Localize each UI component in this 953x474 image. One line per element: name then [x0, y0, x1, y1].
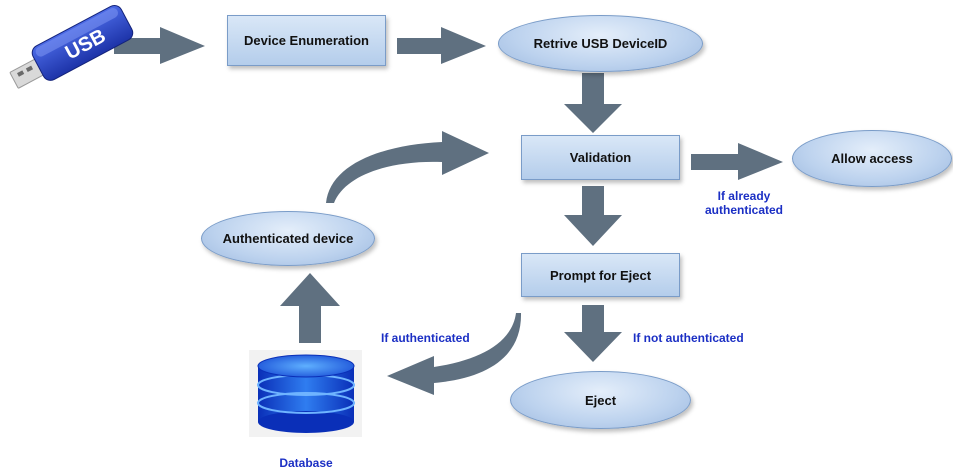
label-if-not-authenticated: If not authenticated	[633, 331, 744, 345]
arrow-validation-to-allow	[691, 143, 783, 180]
allow-access-ellipse: Allow access	[792, 130, 952, 187]
arrow-usb-to-enumeration	[114, 27, 205, 64]
label-already-line1: If already	[717, 189, 771, 203]
arrow-validation-to-prompt	[564, 186, 622, 246]
arrow-prompt-to-eject	[564, 305, 622, 362]
arrow-retrieve-to-validation	[564, 73, 622, 133]
label-if-authenticated: If authenticated	[381, 331, 470, 345]
database-icon	[249, 350, 362, 437]
arrow-prompt-to-database	[387, 313, 522, 395]
device-enumeration-box: Device Enumeration	[227, 15, 386, 66]
label-already-authenticated: If already authenticated	[688, 189, 800, 217]
arrow-enumeration-to-retrieve	[397, 27, 486, 64]
label-already-line2: authenticated	[704, 203, 783, 217]
authenticated-device-ellipse: Authenticated device	[201, 211, 375, 266]
database-label: Database	[279, 456, 333, 470]
prompt-for-eject-box: Prompt for Eject	[521, 253, 680, 297]
retrieve-device-id-ellipse: Retrive USB DeviceID	[498, 15, 703, 72]
validation-box: Validation	[521, 135, 680, 180]
eject-ellipse: Eject	[510, 371, 691, 429]
arrow-database-to-authenticated	[280, 273, 340, 343]
arrow-authenticated-to-validation	[326, 131, 489, 203]
